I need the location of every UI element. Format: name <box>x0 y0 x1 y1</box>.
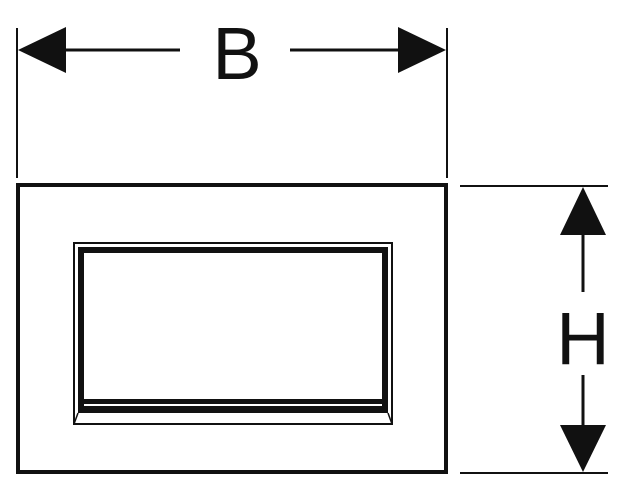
arrow-left-icon <box>18 27 66 73</box>
height-label: H <box>556 297 609 380</box>
button-edge-highlight <box>84 404 382 406</box>
bevel-line-left <box>73 412 79 425</box>
width-label: B <box>212 12 261 95</box>
bevel-line-right <box>387 412 393 425</box>
arrow-down-icon <box>560 425 606 472</box>
button-face <box>84 253 382 399</box>
arrow-up-icon <box>560 187 606 235</box>
arrow-right-icon <box>398 27 446 73</box>
width-dimension <box>16 27 448 178</box>
height-dimension <box>460 185 608 474</box>
actuator-button <box>73 242 393 425</box>
